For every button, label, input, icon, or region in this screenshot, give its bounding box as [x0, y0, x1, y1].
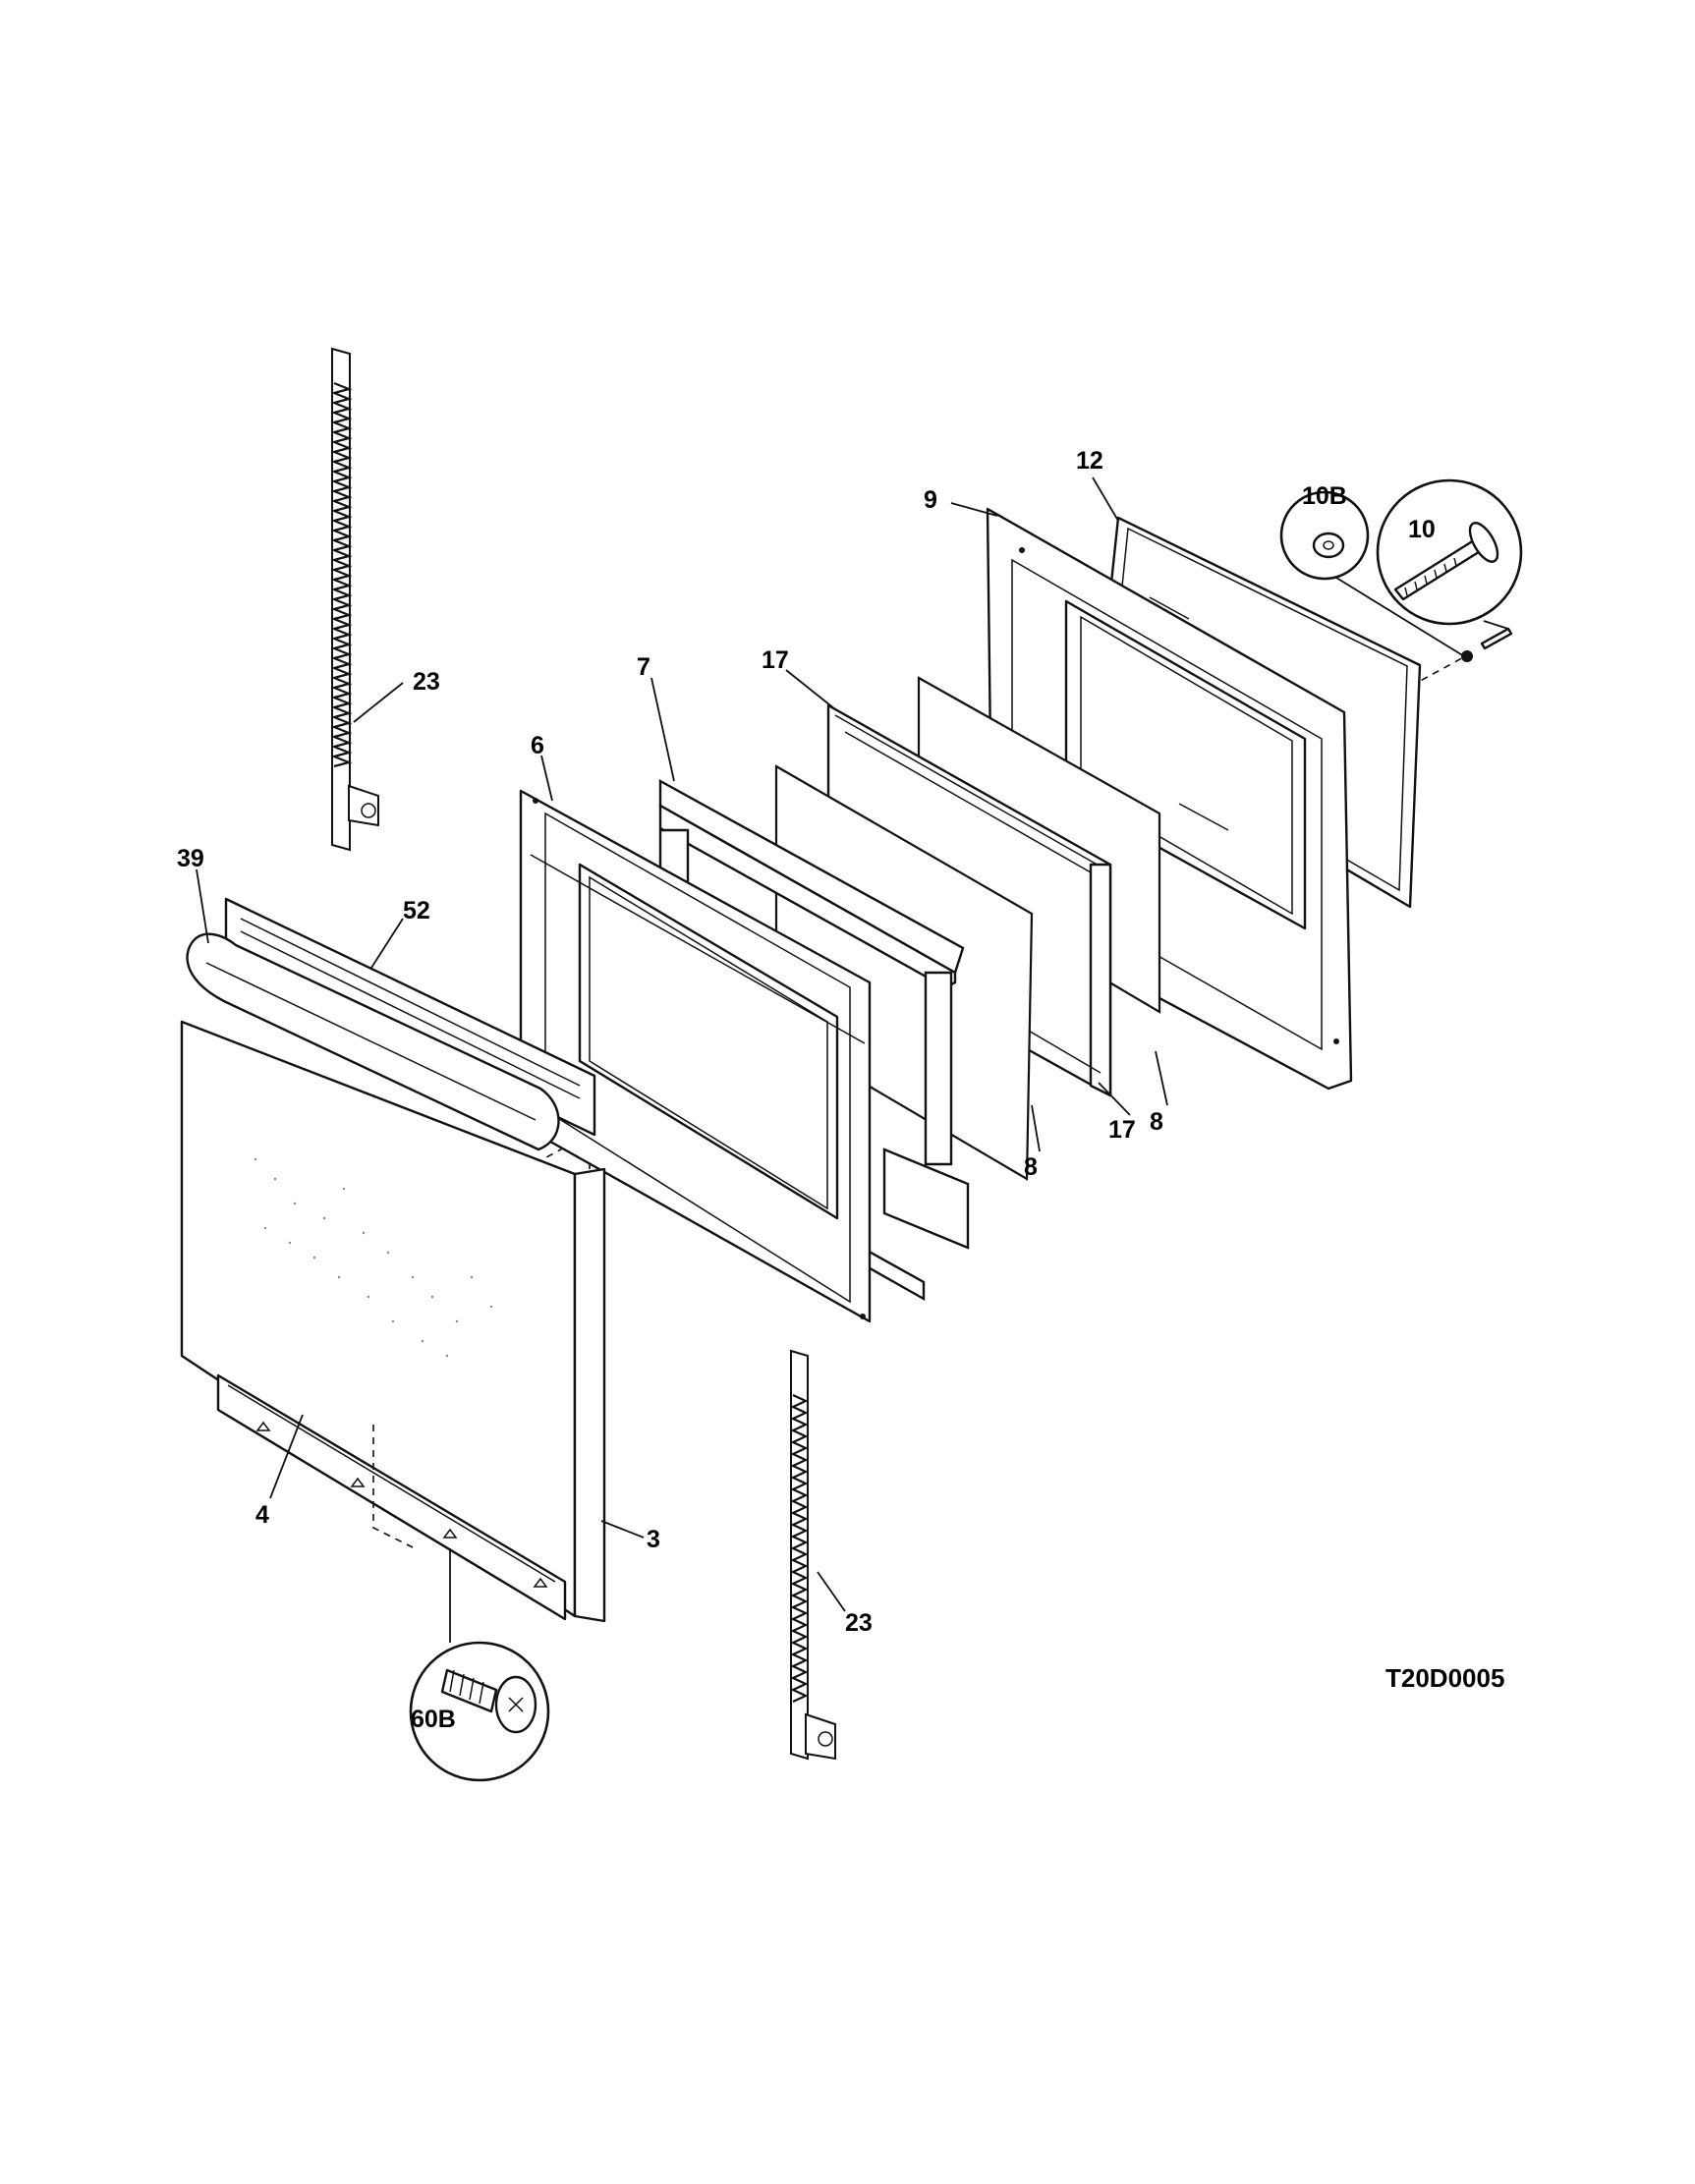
small-bolt-hardware: [1461, 627, 1513, 662]
leader-8a: [1031, 1104, 1041, 1152]
callout-6: 6: [531, 732, 544, 759]
leader-17-bot: [1098, 1082, 1131, 1116]
part-39-door-handle: [186, 932, 560, 1151]
leader-17-top: [785, 669, 836, 710]
callout-52: 52: [403, 897, 430, 924]
part-10-bolt-detail: [1376, 478, 1523, 626]
callout-10: 10: [1408, 516, 1436, 543]
leader-12: [1092, 476, 1119, 522]
part-23-hinge-upper: [330, 347, 379, 852]
leader-3: [600, 1520, 645, 1539]
leader-10: [1483, 620, 1509, 630]
leader-23-bot: [817, 1571, 846, 1612]
leader-52: [370, 918, 404, 969]
callout-23-bottom: 23: [845, 1609, 873, 1637]
leader-8b: [1155, 1050, 1168, 1106]
door-screws: [255, 1421, 548, 1588]
leader-39: [196, 868, 209, 944]
part-6-door-frame: [519, 789, 872, 1323]
leader-23-top: [353, 682, 404, 723]
callout-12: 12: [1076, 447, 1103, 475]
part-4-door-trim: [216, 1373, 567, 1621]
callout-7: 7: [637, 653, 650, 681]
leader-4: [269, 1414, 304, 1499]
callout-23-top: 23: [413, 668, 440, 696]
callout-10B: 10B: [1302, 482, 1347, 510]
callout-3: 3: [647, 1526, 660, 1553]
part-23-hinge-lower: [790, 1349, 836, 1761]
leader-6: [540, 755, 553, 802]
panel-speckle-pattern: [254, 1157, 493, 1358]
callout-4: 4: [255, 1501, 269, 1529]
leader-7: [650, 677, 675, 782]
callout-39: 39: [177, 845, 204, 872]
callout-9: 9: [924, 486, 937, 514]
part-3-outer-door-panel: [180, 1020, 606, 1623]
leader-9: [950, 502, 998, 517]
callout-8-front: 8: [1024, 1153, 1038, 1181]
callout-60B: 60B: [411, 1706, 456, 1733]
callout-17-bottom: 17: [1108, 1116, 1136, 1144]
callout-17-top: 17: [762, 646, 789, 674]
callout-8-rear: 8: [1150, 1108, 1163, 1136]
drawing-code: T20D0005: [1385, 1663, 1504, 1693]
part-60B-screw-detail: [409, 1641, 550, 1782]
leader-10B: [1335, 577, 1465, 657]
part-10B-washer-detail: [1279, 490, 1370, 581]
